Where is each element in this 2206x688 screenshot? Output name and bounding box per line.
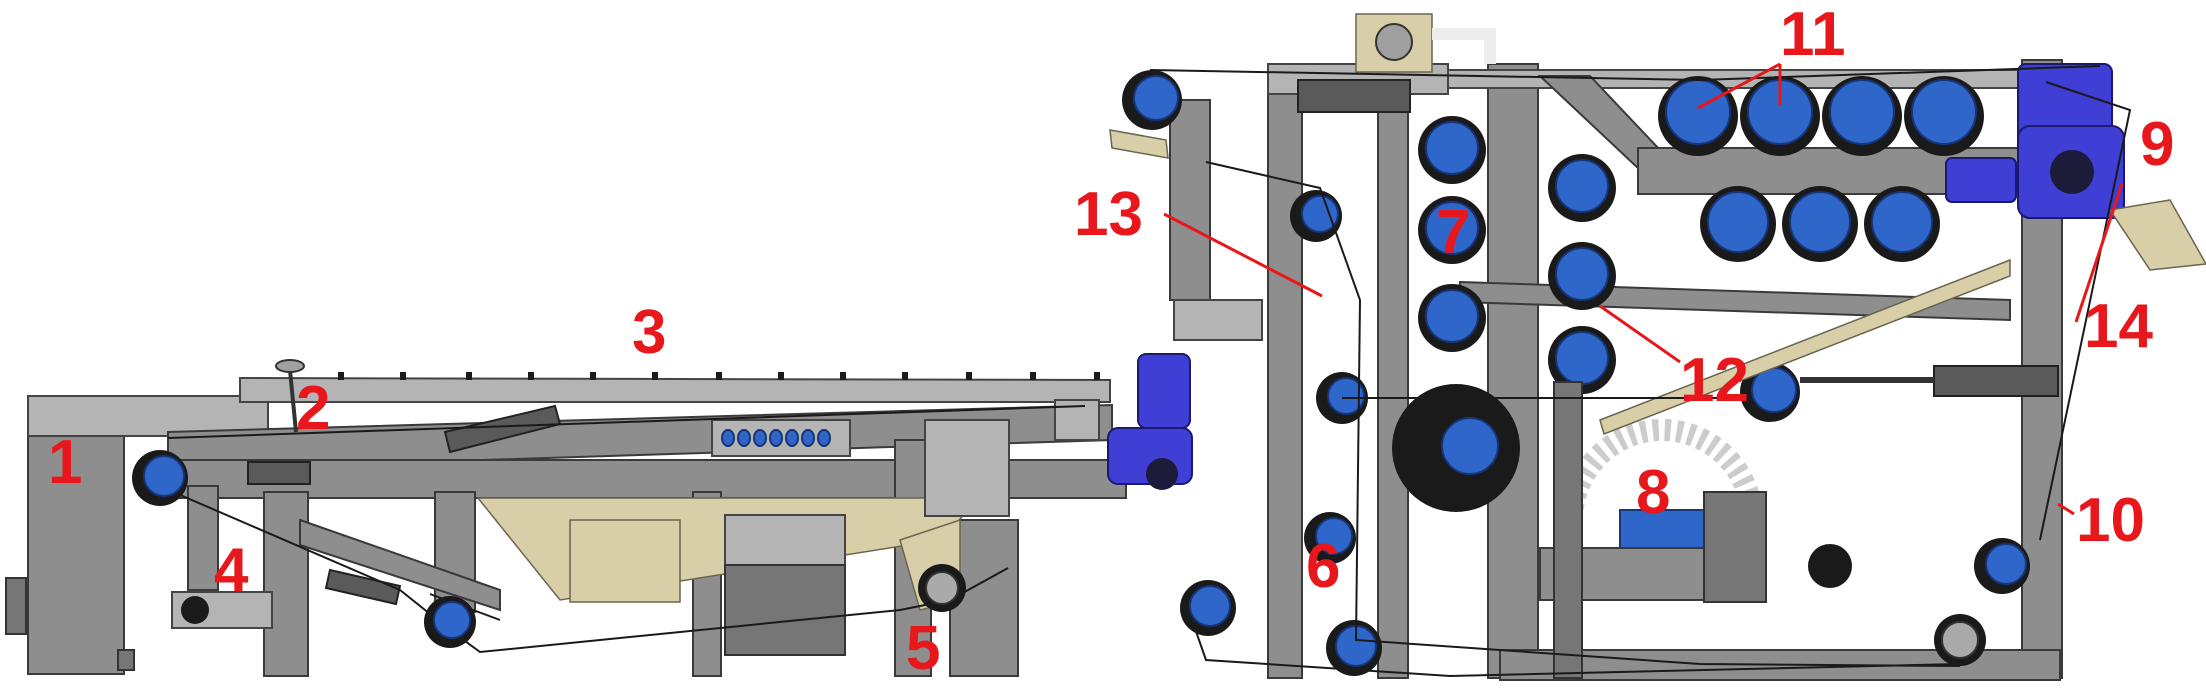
callout-7: 7 <box>1436 198 1471 267</box>
callout-12-leader <box>1599 304 1681 364</box>
conveyor-top-studs <box>338 372 1100 380</box>
callout-9: 9 <box>2140 110 2175 179</box>
callout-12: 12 <box>1680 346 1749 415</box>
valve-bank <box>721 429 831 447</box>
callout-13-leader <box>1163 212 1323 298</box>
callout-11-leader-a <box>1697 62 1781 110</box>
callout-1: 1 <box>48 428 83 497</box>
callout-14-leader <box>2074 183 2124 323</box>
callout-6: 6 <box>1306 532 1341 601</box>
callout-4: 4 <box>214 536 249 605</box>
callout-10: 10 <box>2076 486 2145 555</box>
vertical-roller-column <box>1418 116 1616 394</box>
callout-8: 8 <box>1636 458 1671 527</box>
callout-10-leader <box>2057 502 2075 516</box>
callout-3: 3 <box>632 298 667 367</box>
callout-2: 2 <box>296 374 331 443</box>
press-section <box>1109 13 2206 681</box>
feed-conveyor-section <box>5 353 1193 677</box>
callout-13: 13 <box>1074 180 1143 249</box>
callout-14: 14 <box>2084 292 2153 361</box>
callout-11: 11 <box>1780 0 1846 69</box>
callout-5: 5 <box>906 614 941 683</box>
